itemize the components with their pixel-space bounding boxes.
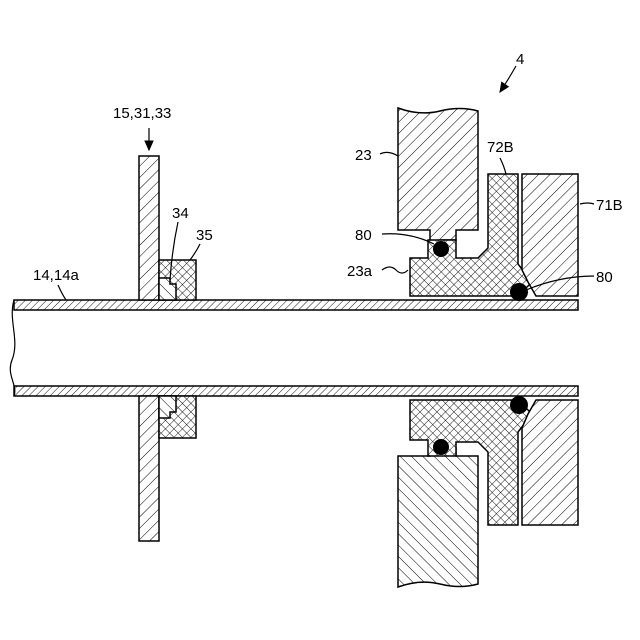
tube xyxy=(10,300,578,396)
plate xyxy=(139,156,159,541)
tube-leader xyxy=(58,285,66,300)
tube-lower-wall xyxy=(14,386,578,396)
label-block: 23 xyxy=(355,147,372,164)
seal-lower-tube xyxy=(510,396,528,414)
label-seal-upper: 80 xyxy=(355,227,372,244)
label-assembly: 4 xyxy=(516,51,524,68)
flange-leader xyxy=(580,203,594,204)
block-upper xyxy=(398,108,478,241)
flange-lower xyxy=(522,400,578,525)
label-seal-lower: 80 xyxy=(596,269,613,286)
seal-upper-leader xyxy=(382,234,434,244)
block-lower xyxy=(398,448,478,587)
flange xyxy=(522,174,578,525)
label-tube: 14,14a xyxy=(33,267,80,284)
label-sleeve: 72B xyxy=(487,139,514,156)
sleeve-leader xyxy=(500,158,506,174)
block-leader xyxy=(380,152,398,156)
label-ring-outer: 35 xyxy=(196,227,213,244)
ring-outer-leader xyxy=(190,244,200,260)
ring-assembly xyxy=(159,260,196,438)
seal-lower-block xyxy=(433,439,449,455)
block-edge-leader xyxy=(382,267,408,273)
label-ring-inner: 34 xyxy=(172,205,189,222)
block xyxy=(398,108,478,587)
label-plate: 15,31,33 xyxy=(113,105,171,122)
tube-break-line xyxy=(10,300,15,396)
assembly-arrow xyxy=(500,66,516,92)
plate-lower xyxy=(139,396,159,541)
seal-upper-tube xyxy=(510,283,528,301)
label-flange: 71B xyxy=(596,197,623,214)
seal-upper-block xyxy=(433,241,449,257)
plate-upper xyxy=(139,156,159,300)
tube-upper-wall xyxy=(14,300,578,310)
label-block-edge: 23a xyxy=(347,263,373,280)
